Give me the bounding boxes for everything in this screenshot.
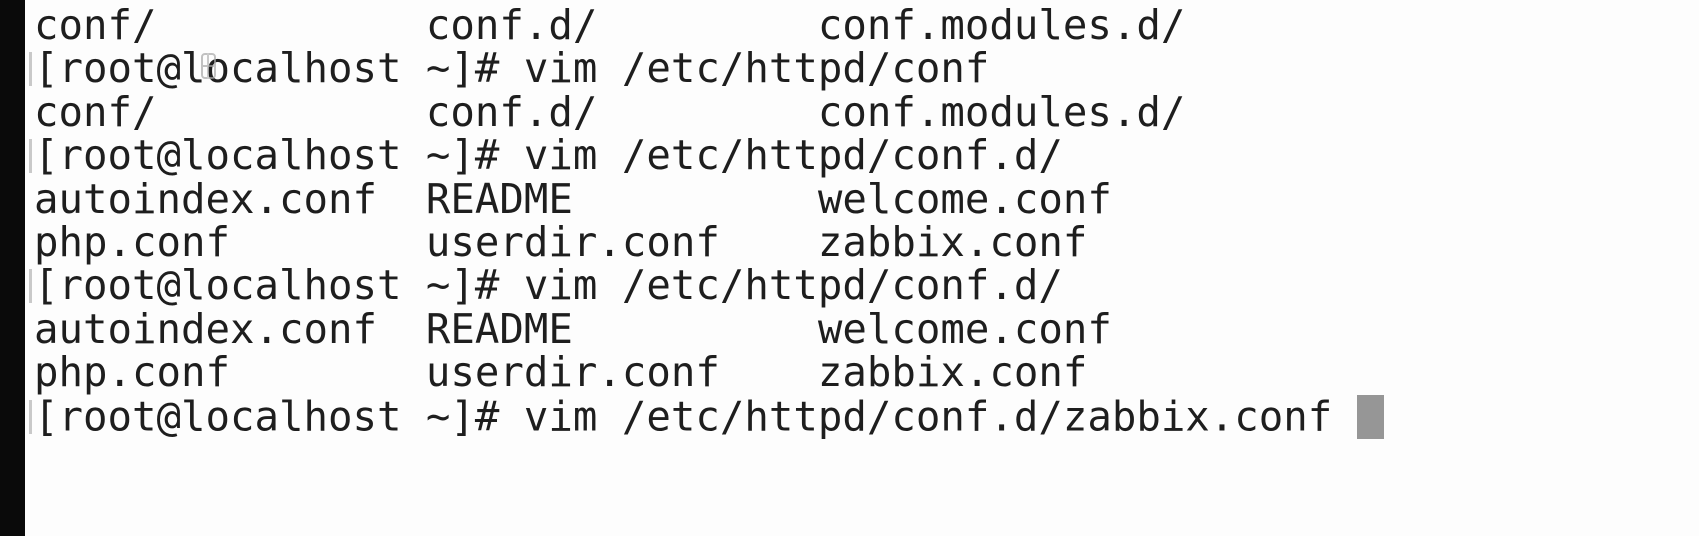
terminal-line: php.conf userdir.conf zabbix.conf (34, 351, 1384, 394)
terminal-line-prompt: [root@localhost ~]# vim /etc/httpd/conf (29, 44, 1384, 93)
terminal-line-text: [root@localhost ~]# vim /etc/httpd/conf.… (34, 131, 1063, 180)
terminal-line: autoindex.conf README welcome.conf (34, 304, 1384, 353)
terminal-line-text: [root@localhost ~]# vim /etc/httpd/conf.… (34, 261, 1063, 310)
terminal-line-text: autoindex.conf README welcome.conf (34, 174, 1112, 223)
block-cursor (1356, 394, 1384, 439)
terminal-output: conf/ conf.d/ conf.modules.d/[root@local… (29, 1, 1384, 441)
terminal-line-prompt: [root@localhost ~]# vim /etc/httpd/conf.… (29, 261, 1384, 310)
terminal-line: conf/ conf.d/ conf.modules.d/ (34, 1, 1384, 49)
mouse-pointer-artifact (201, 53, 216, 79)
terminal-line-text: php.conf userdir.conf zabbix.conf (34, 218, 1088, 267)
terminal-line: conf/ conf.d/ conf.modules.d/ (34, 87, 1384, 136)
terminal-line-text: php.conf userdir.conf zabbix.conf (34, 348, 1088, 397)
terminal-line-text: conf/ conf.d/ conf.modules.d/ (34, 1, 1186, 49)
terminal-line-text: [root@localhost ~]# vim /etc/httpd/conf (34, 44, 990, 93)
terminal-line: autoindex.conf README welcome.conf (34, 174, 1384, 223)
terminal-line-text: [root@localhost ~]# vim /etc/httpd/conf.… (34, 392, 1357, 441)
terminal-line-text: autoindex.conf README welcome.conf (34, 304, 1112, 353)
left-edge-bar (0, 0, 25, 536)
terminal-line-prompt: [root@localhost ~]# vim /etc/httpd/conf.… (29, 131, 1384, 180)
terminal-line: php.conf userdir.conf zabbix.conf (34, 218, 1384, 267)
terminal-line-text: conf/ conf.d/ conf.modules.d/ (34, 87, 1186, 136)
terminal-line-prompt: [root@localhost ~]# vim /etc/httpd/conf.… (29, 392, 1384, 441)
